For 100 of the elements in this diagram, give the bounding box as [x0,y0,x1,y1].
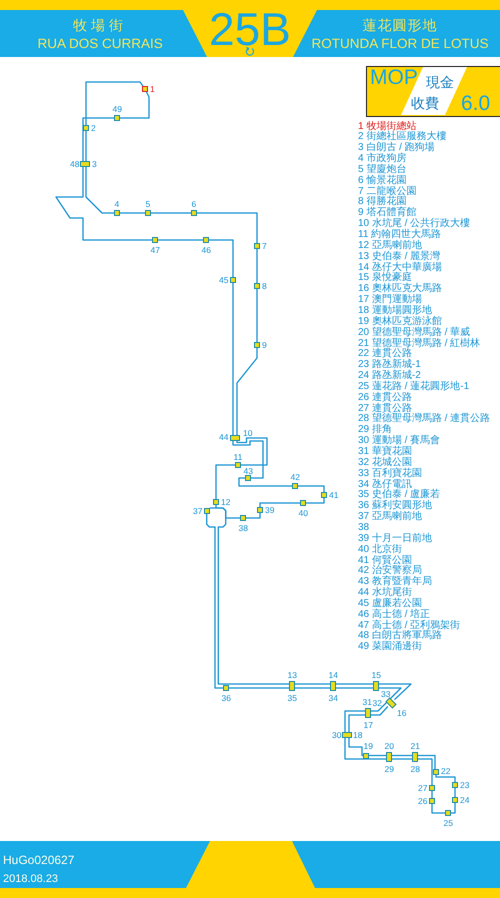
stop-number: 28 [410,765,420,773]
stop-marker [142,86,148,92]
stop-number: 21 [410,742,420,750]
stop-marker [245,475,251,481]
route-number: 25B [209,9,291,49]
stop-marker [292,483,298,489]
route-line [418,754,436,769]
route-line [371,701,388,712]
route-line [336,687,373,689]
stop-number: 8 [262,282,267,290]
stop-list-entry: 10 水坑尾 / 公共行政大樓 [358,219,470,230]
stop-list-entry: 36 蘇利安圓形地 [358,501,432,512]
stop-number: 20 [384,742,394,750]
stop-number: 1 [150,85,155,93]
route-line [392,758,412,760]
route-line [55,167,152,241]
route-line [85,81,144,125]
stop-number: 13 [288,671,297,679]
stop-number: 24 [460,796,470,804]
stop-marker [445,810,451,816]
route-line [435,775,456,782]
route-line [246,513,261,519]
stop-number: 18 [353,731,362,739]
stop-number: 3 [92,160,97,168]
stop-number: 19 [364,742,373,750]
stop-number: 29 [384,765,394,773]
stop-list-entry: 3 白朗古 / 跑狗場 [358,143,435,154]
stop-marker [363,752,369,758]
route-line [392,754,412,756]
stop-number: 11 [234,453,242,461]
stop-number: 38 [238,524,248,532]
stop-marker [342,732,352,738]
stop-list-entry: 28 望德聖母灣馬路 / 連貫公路 [358,414,490,424]
route-line [344,738,386,760]
stop-number: 35 [288,694,297,702]
stop-number: 26 [418,797,428,805]
stop-list-entry: 31 華寶花園 [358,447,412,457]
stop-list-entry: 19 奧林匹克游泳館 [358,316,442,327]
stop-list-entry: 2 街總社區服務大樓 [358,132,446,142]
stop-number: 27 [418,784,428,792]
route-line [197,212,258,243]
route-line [418,758,433,785]
stop-marker [373,681,379,691]
stop-marker [203,237,209,243]
stop-list-entry: 39 十月一日前地 [358,534,432,544]
stop-list-entry: 42 治安警察局 [358,566,422,576]
stop-number: 32 [372,698,382,706]
stop-number: 43 [244,467,253,475]
stop-number: 31 [362,698,372,706]
route-line [256,289,258,342]
stop-marker [83,125,89,131]
route-line [82,117,114,161]
stop-number: 4 [114,200,120,208]
stop-number: 12 [221,498,230,506]
stop-marker [114,210,120,216]
stop-marker [412,752,418,762]
stop-marker [365,708,371,718]
stop-list-entry: 12 亞馬喇前地 [358,240,422,251]
stop-list-entry: 11 約翰四世大馬路 [358,230,442,240]
stop-list-entry: 16 奧林匹克大馬路 [358,284,442,294]
stop-list-entry: 22 連貫公路 [358,349,412,360]
route-line [236,348,258,435]
stop-number: 30 [332,731,342,739]
stop-list-entry: 30 運動場 / 賽馬會 [358,436,440,446]
stop-list-entry: 1 牧場街總站 [358,122,416,132]
route-line [336,683,373,685]
stop-list-entry: 26 連貫公路 [358,392,412,403]
stop-marker [452,797,458,803]
stop-marker [321,492,327,498]
stop-number: 23 [460,781,470,789]
stop-number: 7 [262,242,267,250]
route-line [120,92,150,119]
stop-marker [114,115,120,121]
stop-list-entry: 7 二龍喉公園 [358,186,416,197]
stop-number: 9 [262,341,267,349]
stop-list-entry: 25 蓮花路 / 蓮花圓形地-1 [358,382,470,392]
stop-number: 48 [70,160,80,168]
route-line [348,738,364,756]
stop-number: 46 [202,246,211,254]
terminus-name: RUA DOS CURRAIS [38,36,163,52]
stop-marker [429,785,435,791]
stop-marker [330,681,336,691]
stop-list-entry: 24 路氹新城-2 [358,371,421,382]
stop-list-entry: 43 教育暨青年局 [358,577,432,588]
route-line [215,505,289,685]
route-line [348,714,365,732]
stop-marker [204,508,210,514]
stop-list-entry: 23 路氹新城-1 [358,360,421,370]
route-line [379,687,402,700]
route-line [229,687,289,689]
stop-list-entry: 34 氹仔電訊 [358,480,412,490]
stop-list-entry: 13 史伯泰 / 麗景灣 [358,252,440,262]
stop-list-entry: 15 泉悅豪庭 [358,273,412,284]
stop-list-entry: 9 塔石體育館 [358,208,416,218]
route-line [210,507,240,519]
stop-list-entry: 45 盧廉若公園 [358,598,422,609]
terminus-name: ROTUNDA FLOR DE LOTUS [312,36,489,52]
stop-list-entry: 44 水坑尾街 [358,588,412,598]
stop-number: 37 [193,507,202,515]
stop-number: 14 [328,671,338,679]
